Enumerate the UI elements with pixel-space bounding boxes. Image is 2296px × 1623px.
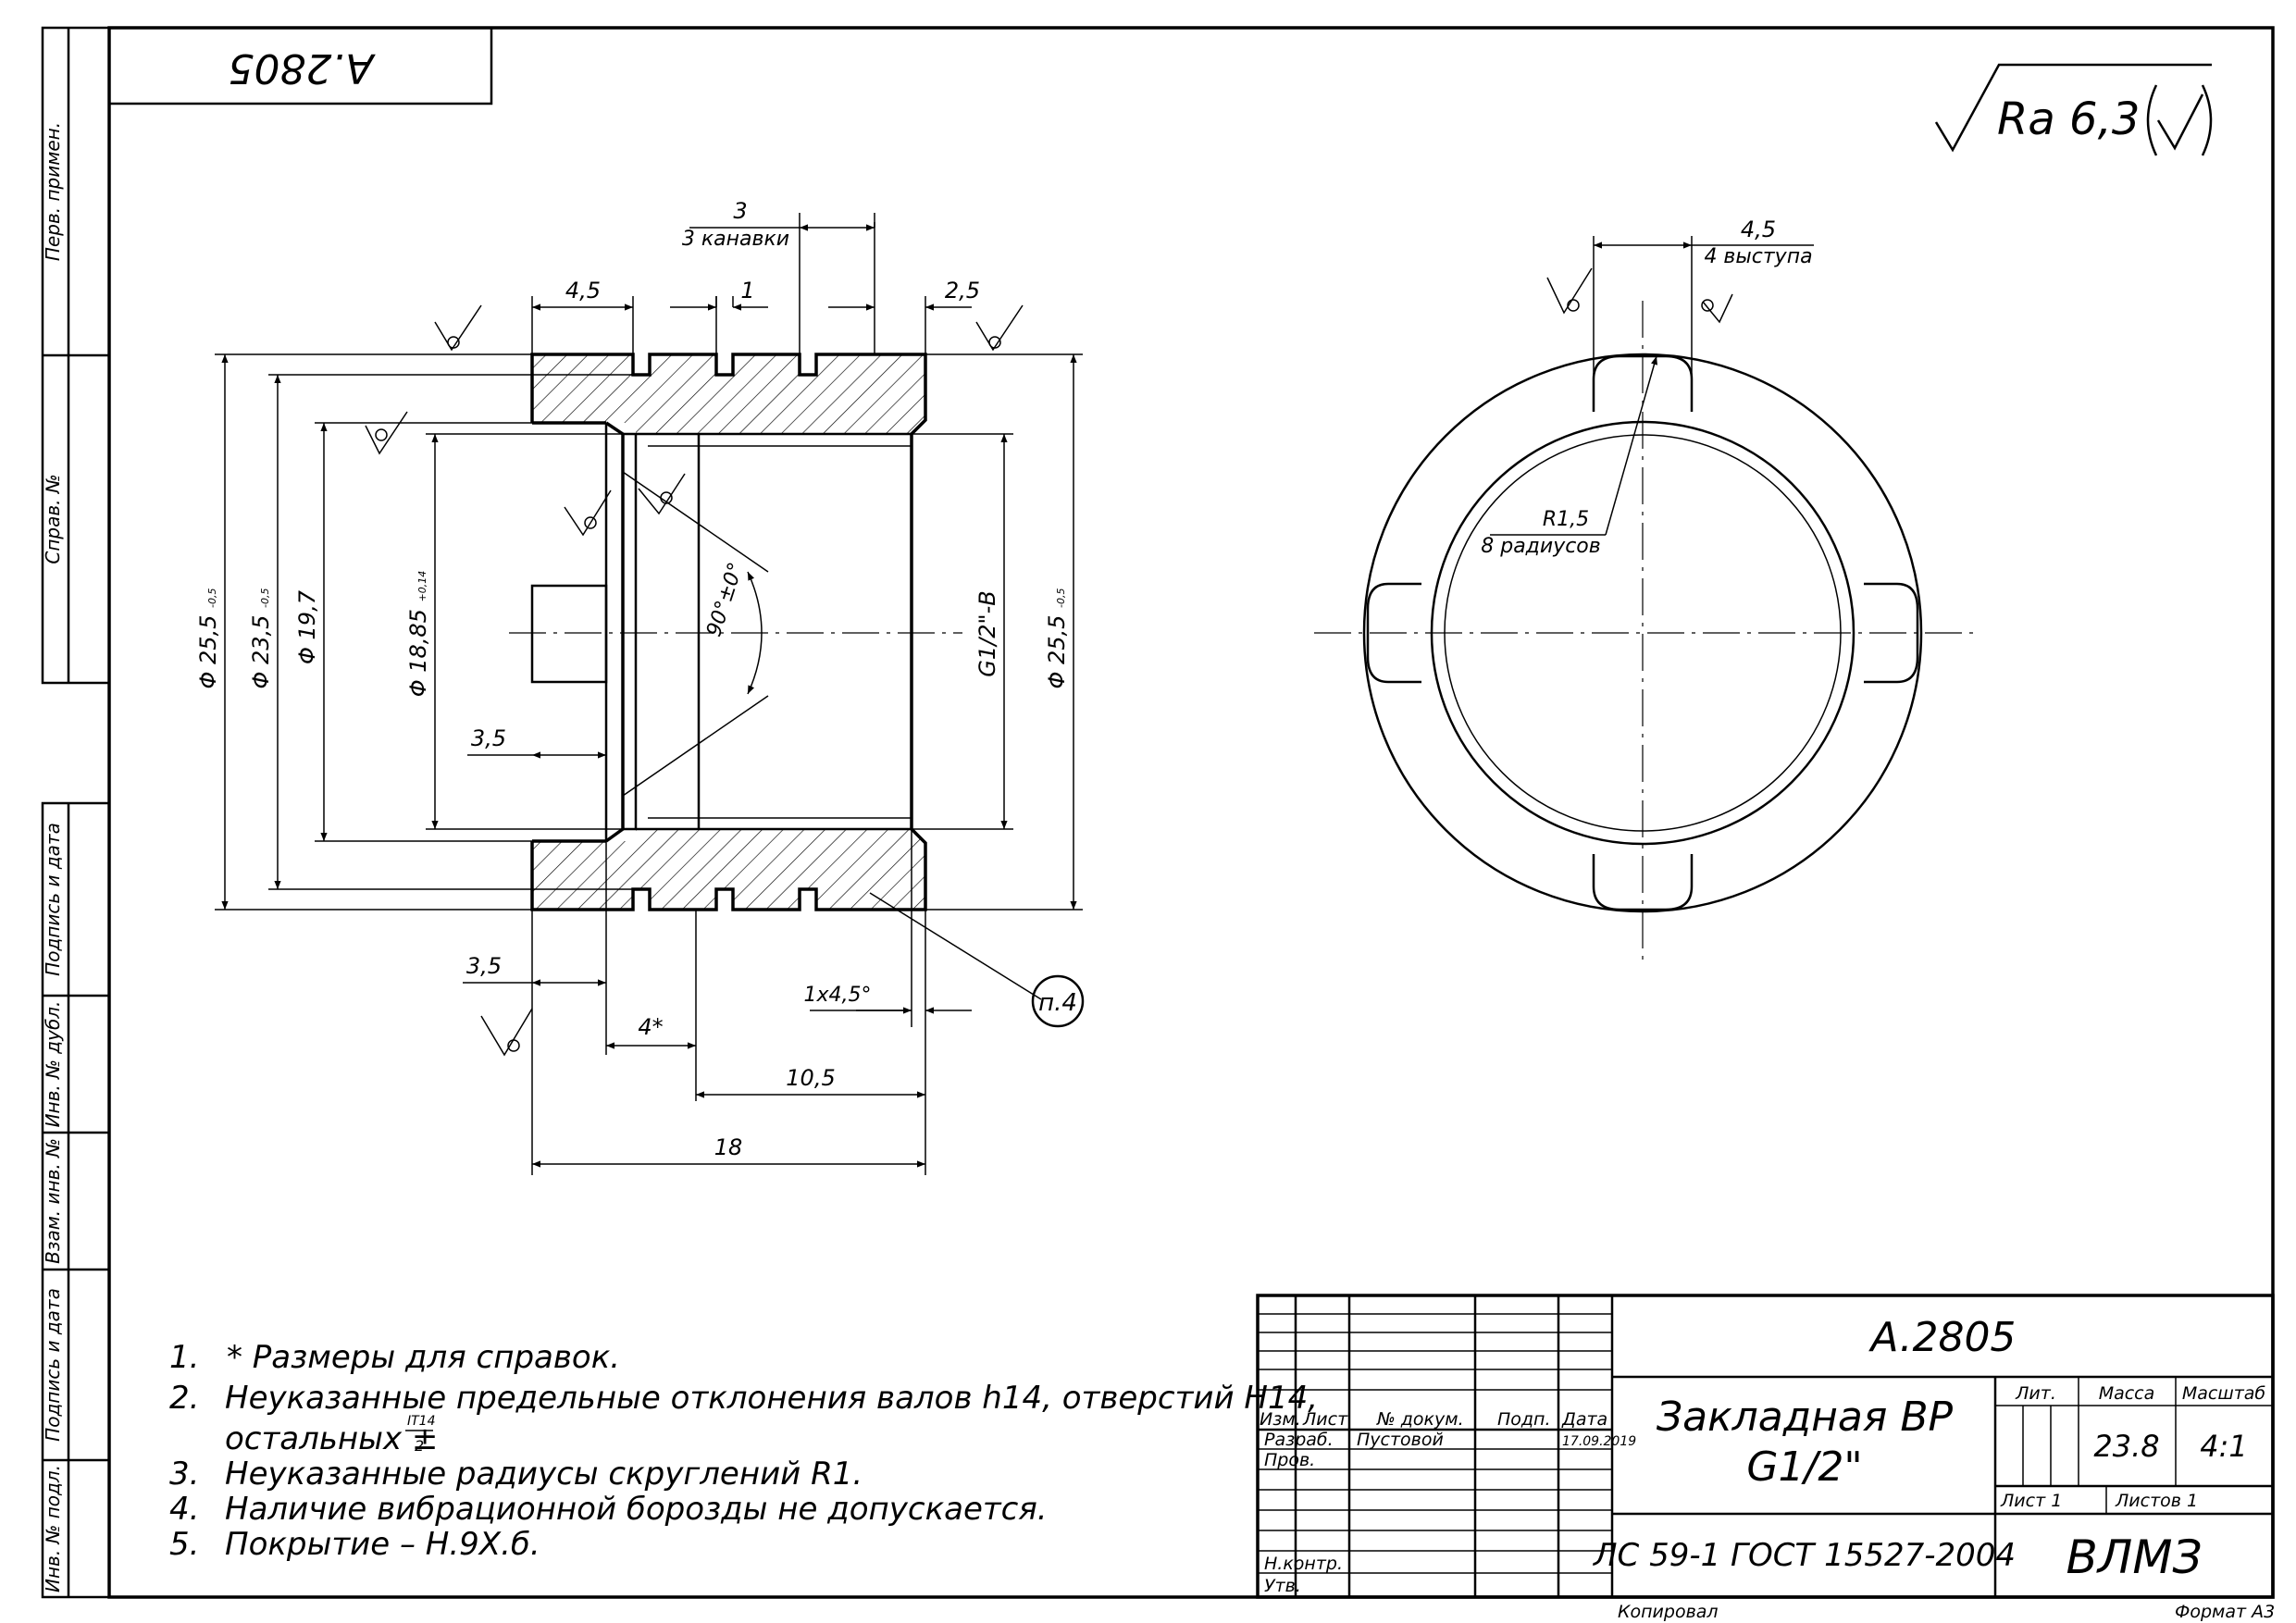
- tb-mass: 23.8: [2093, 1429, 2159, 1464]
- tb-role-nkontr: Н.контр.: [1264, 1554, 1343, 1574]
- roughness-check-icon: [2156, 93, 2204, 151]
- tb-scale: 4:1: [2200, 1429, 2248, 1464]
- roughness-value: Ra 6,3: [1997, 93, 2140, 145]
- note-5-num: 5.: [169, 1526, 199, 1563]
- note-3-text: Неуказанные радиусы скруглений R1.: [225, 1456, 863, 1493]
- dim-4-5: 4,5: [565, 278, 601, 304]
- tb-sheet: Лист 1: [2000, 1491, 2062, 1511]
- section-view: [509, 353, 962, 911]
- dim-2-5: 2,5: [945, 278, 980, 304]
- tb-role-prov: Пров.: [1264, 1450, 1315, 1470]
- tb-header-izm: Изм.: [1260, 1409, 1301, 1430]
- dim-dia-25-5-left: Φ 25,5 -0,5: [195, 588, 221, 688]
- tb-name-line2: G1/2": [1746, 1443, 1862, 1491]
- dim-grooves: 3: [733, 198, 747, 224]
- note-4-text: Наличие вибрационной борозды не допускае…: [225, 1491, 1048, 1528]
- dim-dia-23-5: Φ 23,5 -0,5: [248, 588, 274, 688]
- dim-lugs-note: 4 выступа: [1704, 245, 1812, 268]
- side-label-sprav-no: Справ. №: [42, 474, 64, 564]
- note-1-num: 1.: [169, 1339, 199, 1376]
- tb-scale-label: Масштаб: [2182, 1383, 2266, 1404]
- note-2-frac-top: IT14: [407, 1414, 436, 1429]
- title-block: Изм. Лист № докум. Подп. Дата Разраб. Пу…: [1256, 1294, 2275, 1599]
- side-label-vzam-inv: Взам. инв. №: [42, 1138, 64, 1264]
- note-2-text: Неуказанные предельные отклонения валов …: [225, 1380, 1318, 1417]
- dim-radius-note: 8 радиусов: [1481, 535, 1601, 558]
- dim-3-5-lower: 3,5: [466, 953, 502, 979]
- note-2-cont: остальных ±: [225, 1420, 438, 1457]
- end-view: 4,5 4 выступа R1,5 8 радиусов: [1314, 217, 1980, 967]
- tb-header-no-dokum: № докум.: [1376, 1409, 1464, 1430]
- sheet-frame: [41, 26, 2275, 1599]
- side-label-podpis-data-1: Подпись и дата: [42, 823, 64, 976]
- side-label-podpis-data-2: Подпись и дата: [42, 1288, 64, 1442]
- dim-3-5-inner: 3,5: [471, 725, 506, 751]
- footer-format: Формат А3: [2175, 1602, 2275, 1622]
- tb-lit-label: Лит.: [2015, 1383, 2056, 1404]
- tb-material: ЛС 59-1 ГОСТ 15527-2004: [1592, 1537, 2016, 1574]
- tb-sheets: Листов 1: [2115, 1491, 2198, 1511]
- callout-p4: п.4: [1038, 989, 1077, 1017]
- side-label-inv-podl: Инв. № подл.: [42, 1465, 64, 1592]
- dim-dia-19-7: Φ 19,7: [294, 589, 320, 664]
- note-1-text: * Размеры для справок.: [227, 1339, 620, 1376]
- tb-header-data: Дата: [1561, 1409, 1607, 1430]
- technical-notes: 1. * Размеры для справок. 2. Неуказанные…: [169, 1339, 1318, 1563]
- tb-name-razrab: Пустовой: [1357, 1430, 1444, 1450]
- dim-angle: 90°±0°: [702, 560, 748, 639]
- side-label-perv-primen: Перв. примен.: [42, 122, 64, 261]
- footer-copied: Копировал: [1618, 1602, 1719, 1622]
- roughness-mark: Ra 6,3: [1934, 63, 2213, 156]
- section-dimensions: 3 3 канавки 4,5 1 2,5 Φ 25,5 -0,5 Φ 23,5…: [195, 198, 1085, 1175]
- dim-4-star: 4*: [638, 1014, 663, 1040]
- tb-header-podp: Подп.: [1497, 1409, 1551, 1430]
- note-2-num: 2.: [169, 1380, 199, 1417]
- dim-thread: G1/2"-B: [974, 590, 1000, 676]
- dim-dia-25-5-right: Φ 25,5 -0,5: [1044, 588, 1070, 688]
- dim-radius: R1,5: [1543, 508, 1589, 531]
- dim-18: 18: [714, 1134, 743, 1160]
- roughness-ticks-section: [365, 304, 1024, 1057]
- dim-chamfer: 1x4,5°: [803, 984, 871, 1007]
- dim-dia-18-85: Φ 18,85 +0,14: [405, 571, 431, 698]
- dim-1: 1: [740, 278, 754, 304]
- note-3-num: 3.: [169, 1456, 199, 1493]
- note-4-num: 4.: [169, 1491, 199, 1528]
- dim-10-5: 10,5: [786, 1065, 835, 1091]
- side-label-inv-dubl: Инв. № дубл.: [42, 1001, 64, 1128]
- designation-stamp-text: A.2805: [229, 44, 377, 92]
- tb-role-utv: Утв.: [1264, 1576, 1301, 1596]
- tb-name-line1: Закладная ВР: [1657, 1394, 1954, 1441]
- tb-designation: A.2805: [1868, 1314, 2017, 1361]
- designation-stamp: A.2805: [107, 26, 493, 105]
- tb-role-razrab: Разраб.: [1264, 1430, 1334, 1450]
- tb-header-list: Лист: [1302, 1409, 1348, 1430]
- side-labels: Перв. примен. Справ. № Подпись и дата Ин…: [42, 122, 64, 1592]
- tb-organization: ВЛМЗ: [2066, 1530, 2202, 1584]
- dim-grooves-note: 3 канавки: [682, 228, 789, 251]
- tb-mass-label: Масса: [2099, 1383, 2155, 1404]
- note-2-frac-bottom: 2: [415, 1437, 424, 1455]
- dim-lugs: 4,5: [1741, 217, 1776, 242]
- note-5-text: Покрытие – Н.9Х.б.: [225, 1526, 540, 1563]
- tb-date-razrab: 17.09.2019: [1562, 1434, 1636, 1449]
